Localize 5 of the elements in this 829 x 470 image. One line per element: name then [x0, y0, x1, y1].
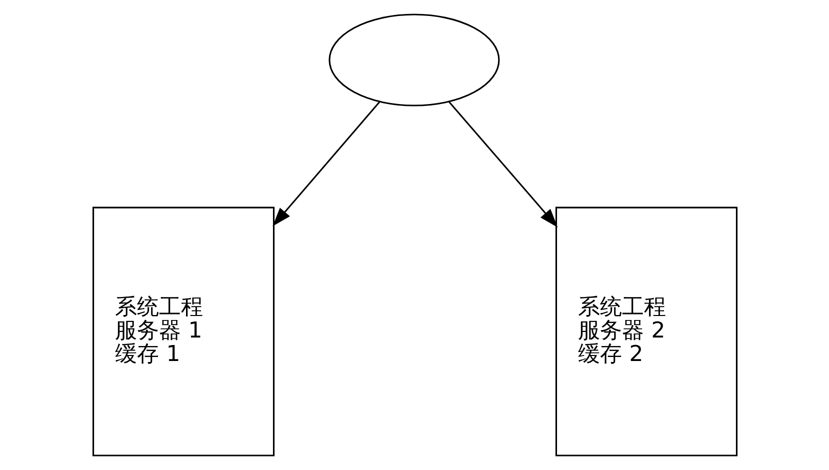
node-ellipse: [328, 14, 500, 106]
arrow: [272, 101, 380, 226]
node-box: 系统工程 服务器 1 缓存 1: [92, 206, 274, 456]
node-box: 系统工程 服务器 2 缓存 2: [554, 206, 737, 456]
arrow: [448, 101, 558, 228]
